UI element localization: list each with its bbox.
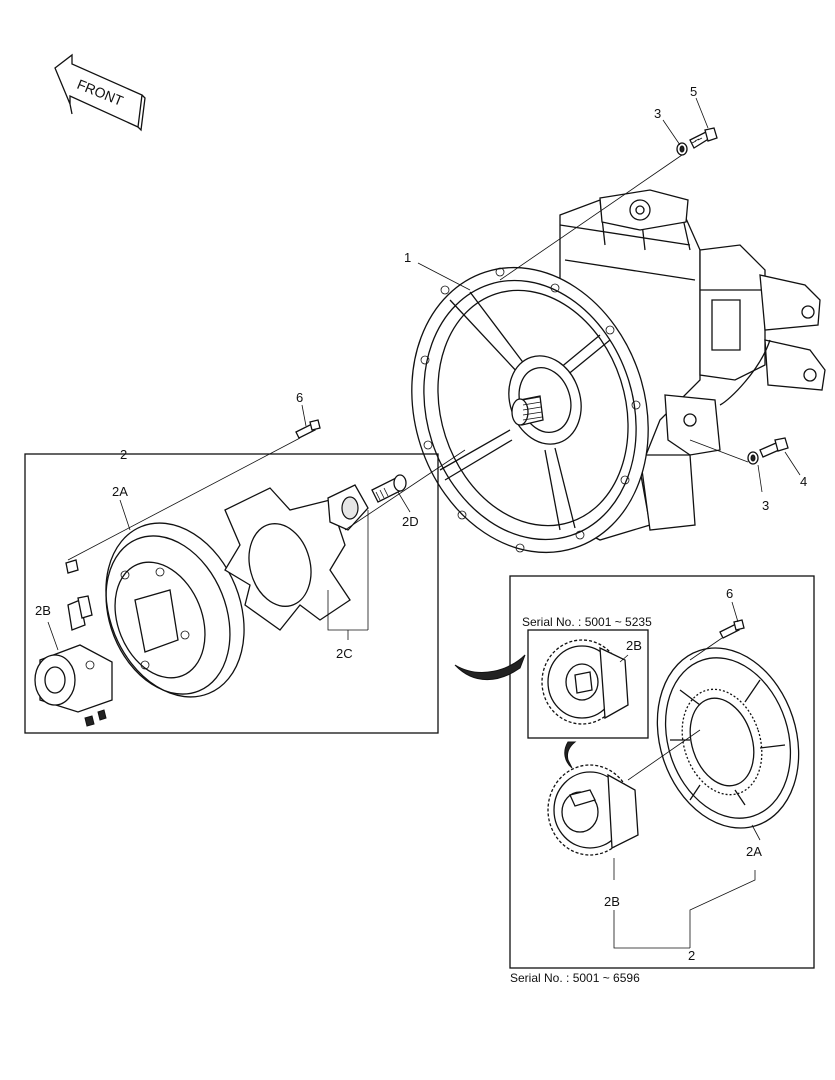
callout-6-right: 6 xyxy=(726,586,733,601)
screw-6-left xyxy=(295,419,321,439)
washer-3-top xyxy=(676,142,688,156)
callout-5: 5 xyxy=(690,84,697,99)
washer-3-right xyxy=(747,451,759,465)
spider-element-2c xyxy=(224,487,351,631)
bracket-2-right xyxy=(613,858,756,949)
callout-2c: 2C xyxy=(336,646,353,661)
variant-arrow xyxy=(564,741,577,769)
setscrew-left xyxy=(65,559,79,574)
screw-6-right xyxy=(719,619,745,639)
callout-1: 1 xyxy=(404,250,411,265)
callout-4: 4 xyxy=(800,474,807,489)
bolt-4-right xyxy=(759,437,789,458)
coupling-group-box-right xyxy=(509,575,815,969)
front-arrow: FRONT xyxy=(54,53,146,132)
callout-2a-right: 2A xyxy=(746,844,762,859)
callout-2-right: 2 xyxy=(688,948,695,963)
callout-3-top: 3 xyxy=(654,106,661,121)
callout-3-right: 3 xyxy=(762,498,769,513)
serial-note-top: Serial No. : 5001 ~ 5235 xyxy=(522,615,652,629)
bracket-2c xyxy=(327,510,369,640)
detail-arrow xyxy=(454,654,526,681)
callout-2-left: 2 xyxy=(120,447,127,462)
callout-2a-left: 2A xyxy=(112,484,128,499)
callout-6-left: 6 xyxy=(296,390,303,405)
callout-2b-top: 2B xyxy=(626,638,642,653)
flange-bolt-holes xyxy=(420,267,641,553)
serial-note-bottom: Serial No. : 5001 ~ 6596 xyxy=(510,971,640,985)
variant-box-top xyxy=(527,629,649,739)
hub-2b-left xyxy=(34,595,113,727)
gear-2b-bottom xyxy=(547,764,639,856)
coupling-flange-2a-left xyxy=(105,522,245,698)
callout-2b-bottom: 2B xyxy=(604,894,620,909)
leader-lines xyxy=(47,97,801,841)
insert-2d xyxy=(327,474,407,531)
gear-2b-top xyxy=(541,639,629,725)
main-pump-assembly xyxy=(411,189,826,554)
bolt-5-top xyxy=(689,127,718,149)
coupling-flange-2a-right xyxy=(656,647,800,829)
callout-2d: 2D xyxy=(402,514,419,529)
callout-2b-left: 2B xyxy=(35,603,51,618)
